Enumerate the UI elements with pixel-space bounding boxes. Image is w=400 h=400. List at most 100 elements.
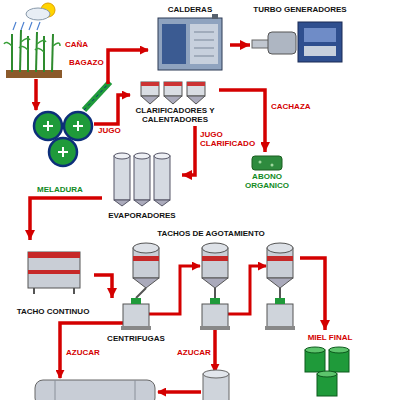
- vacuum-pan: [202, 278, 228, 288]
- evaporator: [154, 200, 170, 206]
- flow-arrow: [228, 266, 266, 314]
- equipment-label: MIEL FINAL: [308, 333, 353, 342]
- vacuum-pan: [202, 256, 228, 261]
- equipment-label: EVAPORADORES: [108, 211, 175, 220]
- turbo-generator: [298, 22, 342, 62]
- equipment-label: TACHOS DE AGOTAMIENTO: [157, 229, 265, 238]
- continuous-pan: [28, 252, 80, 258]
- turbo-generator: [304, 46, 336, 56]
- clarifier-tank: [141, 96, 159, 104]
- equipment-label: ABONO ORGANICO: [242, 172, 292, 190]
- vacuum-pan: [202, 243, 228, 253]
- continuous-pan: [28, 270, 80, 274]
- centrifuge: [267, 304, 293, 328]
- clarifier-tank: [164, 82, 182, 96]
- sun-cloud: [13, 3, 55, 30]
- equipment-unit: ABONO ORGANICO: [240, 152, 294, 192]
- sugar-mill: [84, 82, 110, 110]
- cane-field: [4, 30, 62, 78]
- sun-cloud: [29, 22, 32, 30]
- fertilizer-pile: [259, 161, 262, 164]
- boiler: [158, 14, 222, 70]
- flow-arrow: [60, 323, 123, 378]
- flow-label: JUGO: [97, 126, 122, 135]
- clarifier-tank: [164, 82, 182, 86]
- evaporator: [114, 153, 170, 206]
- continuous-pan: [34, 288, 74, 294]
- flow-label: CAÑA: [64, 40, 89, 49]
- equipment-unit: TURBO GENERADORES: [250, 2, 350, 67]
- vacuum-pan: [133, 256, 159, 261]
- vacuum-pan: [133, 243, 293, 298]
- evaporator: [154, 153, 170, 159]
- equipment-unit: CLARIFICADORES Y CALENTADORES: [131, 78, 219, 126]
- vacuum-pan: [267, 278, 293, 288]
- centrifuge: [121, 298, 295, 330]
- equipment-unit: TACHOS DE AGOTAMIENTO: [122, 226, 300, 292]
- evaporator: [134, 153, 150, 159]
- flow-arrow: [300, 258, 325, 330]
- flow-arrow: [158, 390, 201, 394]
- flow-arrow: [182, 126, 195, 175]
- centrifuge: [131, 298, 141, 304]
- molasses-drum: [317, 371, 337, 377]
- flow-label: CACHAZA: [270, 102, 312, 111]
- sugar-mill: [84, 82, 110, 110]
- fertilizer-pile: [252, 156, 282, 170]
- sugar-vessel: [203, 370, 229, 400]
- flow-label: BAGAZO: [68, 58, 105, 67]
- flow-label: AZUCAR: [176, 348, 212, 357]
- vacuum-pan: [133, 278, 159, 288]
- equipment-label: TACHO CONTINUO: [17, 307, 90, 316]
- sugar-dryer: [55, 380, 135, 400]
- sugar-mill: [43, 121, 83, 157]
- flow-arrow: [30, 198, 102, 240]
- vacuum-pan: [133, 243, 159, 253]
- equipment-unit: MIEL FINAL: [300, 330, 360, 398]
- clarifier-tank: [141, 82, 159, 96]
- boiler: [158, 18, 222, 70]
- fertilizer-pile: [252, 156, 282, 170]
- continuous-pan: [28, 252, 80, 288]
- continuous-pan: [28, 252, 80, 294]
- flow-label: MELADURA: [36, 185, 84, 194]
- equipment-unit: CALDERAS: [150, 2, 230, 72]
- sun-cloud: [37, 22, 40, 30]
- centrifuge: [121, 326, 151, 330]
- turbo-generator: [268, 32, 296, 54]
- molasses-drum: [305, 347, 325, 353]
- evaporator: [134, 200, 150, 206]
- equipment-label: TURBO GENERADORES: [253, 5, 346, 14]
- cane-field: [11, 34, 13, 72]
- flow-arrow: [213, 329, 217, 372]
- boiler: [162, 24, 186, 64]
- clarifier-tank: [141, 82, 159, 86]
- clarifier-tank: [164, 96, 182, 104]
- centrifuge: [275, 298, 285, 304]
- evaporator: [154, 156, 170, 200]
- sun-cloud: [13, 22, 16, 30]
- clarifier-tank: [187, 82, 205, 96]
- evaporator: [134, 156, 150, 200]
- equipment-unit: CENTRIFUGAS: [100, 298, 172, 345]
- evaporator: [114, 156, 130, 200]
- clarifier-tank: [187, 96, 205, 104]
- cane-field: [4, 38, 60, 52]
- sugar-vessel: [203, 370, 229, 378]
- molasses-drum: [305, 347, 349, 396]
- equipment-unit: EVAPORADORES: [102, 150, 182, 222]
- centrifuge: [265, 326, 295, 330]
- turbo-generator: [252, 40, 270, 48]
- equipment-label: CALDERAS: [168, 5, 212, 14]
- sun-cloud: [26, 8, 50, 20]
- evaporator: [114, 153, 130, 159]
- flow-arrow: [108, 50, 148, 84]
- equipment-unit: TACHO CONTINUO: [12, 240, 94, 318]
- flow-arrow: [94, 275, 112, 298]
- turbo-generator: [304, 28, 336, 42]
- sun-cloud: [21, 22, 24, 30]
- equipment-label: CENTRIFUGAS: [107, 334, 165, 343]
- clarifier-tank: [141, 82, 205, 104]
- boiler: [212, 14, 218, 19]
